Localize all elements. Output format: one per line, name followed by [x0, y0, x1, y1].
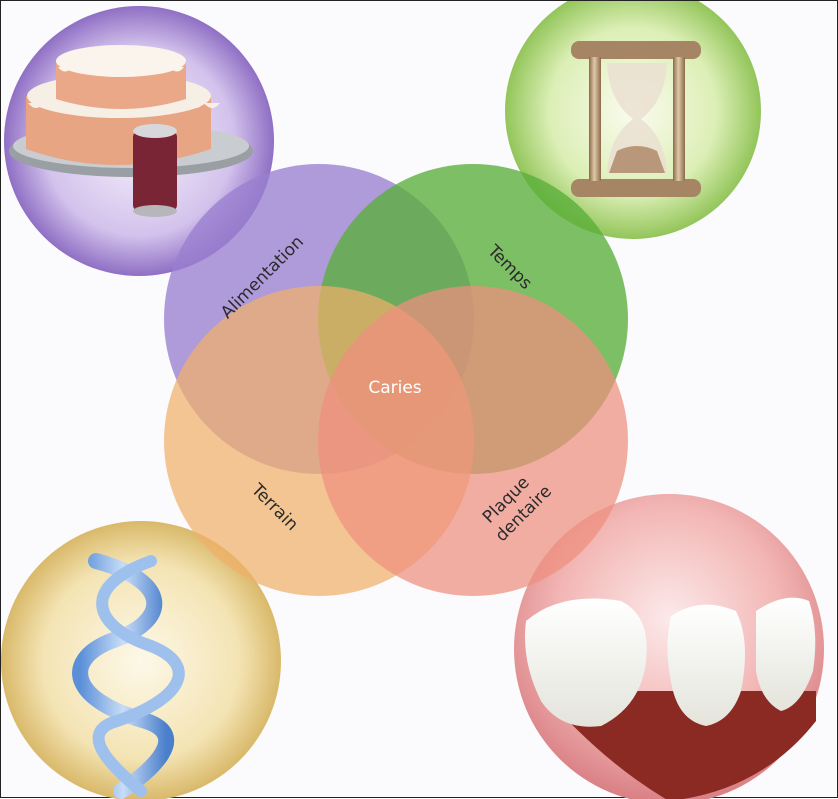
circle-plaque-dentaire — [318, 286, 628, 596]
teeth-icon — [525, 598, 816, 799]
label-center-caries: Caries — [368, 378, 421, 398]
